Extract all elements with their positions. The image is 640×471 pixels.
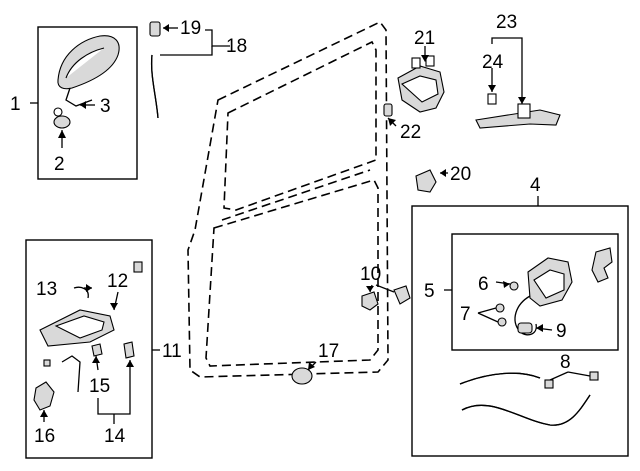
callout-18: 18 xyxy=(226,36,247,57)
callout-24: 24 xyxy=(482,52,504,73)
part-9 xyxy=(517,322,533,334)
callout-2: 2 xyxy=(54,154,65,175)
callout-16: 16 xyxy=(34,426,55,447)
part-14 xyxy=(123,341,135,359)
callout-8: 8 xyxy=(560,352,571,373)
hinge-assembly xyxy=(397,55,445,113)
weatherstrip xyxy=(149,21,161,119)
rod-16 xyxy=(61,355,81,393)
callout-22: 22 xyxy=(400,122,421,143)
callout-23: 23 xyxy=(496,12,517,33)
callout-3: 3 xyxy=(100,96,111,117)
part-17 xyxy=(291,367,313,385)
callout-6: 6 xyxy=(478,274,489,295)
callout-11: 11 xyxy=(162,341,182,362)
part-16 xyxy=(33,381,55,411)
group-box-11 xyxy=(25,239,153,459)
callout-1: 1 xyxy=(10,94,21,115)
clip-12-small xyxy=(133,261,143,273)
bolt-7b xyxy=(497,317,507,327)
hinge-arm xyxy=(475,93,561,129)
callout-17: 17 xyxy=(318,341,339,362)
callout-9: 9 xyxy=(556,321,567,342)
arrowheads xyxy=(40,24,543,417)
outside-handle xyxy=(57,35,120,107)
callout-15: 15 xyxy=(89,376,110,397)
door-lock xyxy=(514,257,573,336)
callout-20: 20 xyxy=(450,164,471,185)
lock-bracket xyxy=(591,247,613,283)
callout-5: 5 xyxy=(424,281,435,302)
callout-13: 13 xyxy=(36,279,57,300)
callout-4: 4 xyxy=(530,175,541,196)
handle-clip xyxy=(53,107,71,129)
part-20 xyxy=(415,169,437,193)
bolt-6 xyxy=(509,281,519,291)
callout-10: 10 xyxy=(360,264,381,285)
door-outline xyxy=(187,20,389,378)
remote-control xyxy=(39,309,115,347)
callout-21: 21 xyxy=(414,28,435,49)
part-15 xyxy=(91,343,103,357)
group-box-4 xyxy=(411,205,629,457)
clip-small xyxy=(43,359,51,367)
cables xyxy=(459,371,599,426)
callout-12: 12 xyxy=(107,271,128,292)
part-10 xyxy=(361,285,411,311)
callout-7: 7 xyxy=(460,304,471,325)
callout-14: 14 xyxy=(104,426,126,447)
bolt-7a xyxy=(495,303,505,313)
callout-19: 19 xyxy=(180,18,201,39)
hinge-bolt xyxy=(383,103,393,117)
group-box-5 xyxy=(451,233,619,351)
